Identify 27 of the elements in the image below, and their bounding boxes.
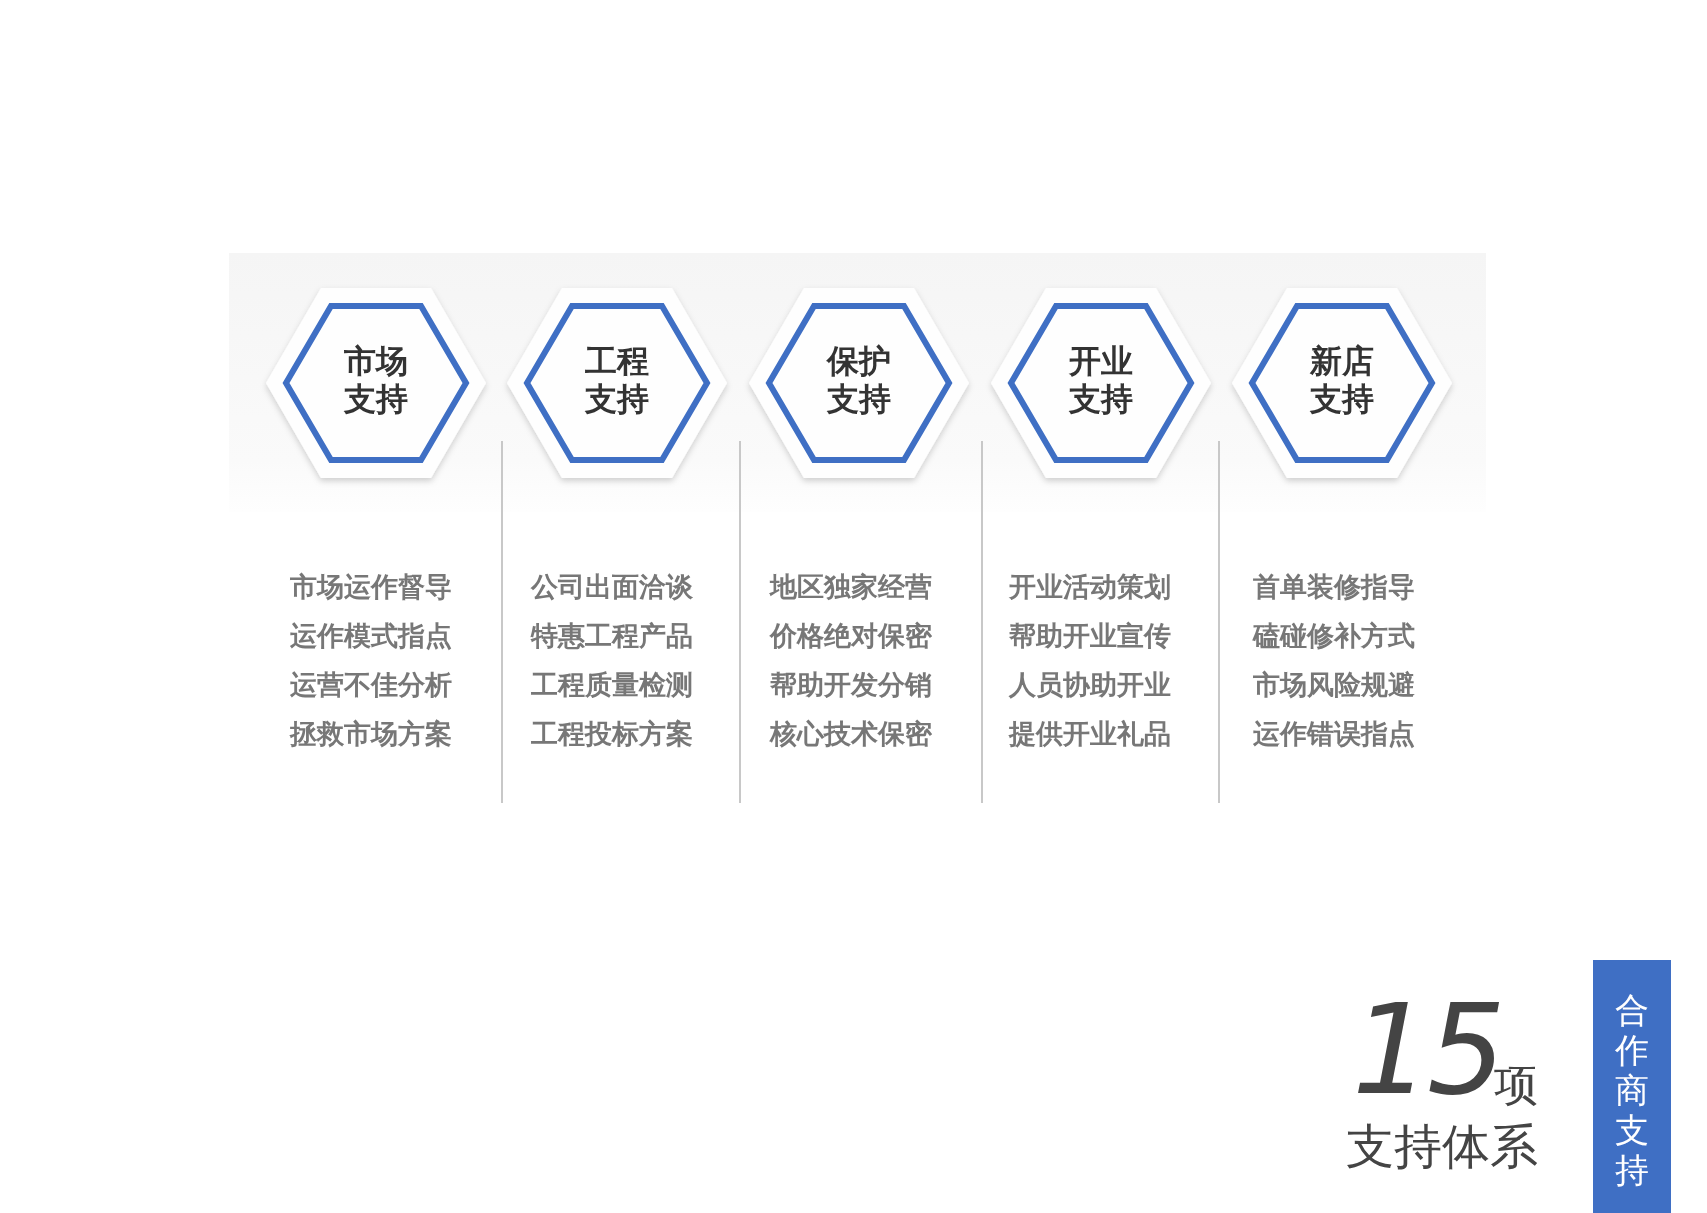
list-item: 价格绝对保密 bbox=[770, 619, 932, 653]
list-item: 工程质量检测 bbox=[531, 668, 693, 702]
list-item: 核心技术保密 bbox=[770, 717, 932, 751]
badge-label: 新店支持 bbox=[1309, 342, 1375, 418]
subtitle: 支持体系 bbox=[1346, 1118, 1538, 1174]
list-item: 运作错误指点 bbox=[1253, 717, 1415, 751]
list-item: 运营不佳分析 bbox=[290, 668, 452, 702]
list-item: 市场风险规避 bbox=[1253, 668, 1415, 702]
list-item: 提供开业礼品 bbox=[1009, 717, 1171, 751]
list-item: 开业活动策划 bbox=[1009, 570, 1171, 604]
list-item: 首单装修指导 bbox=[1253, 570, 1415, 604]
list-item: 运作模式指点 bbox=[290, 619, 452, 653]
list-item: 人员协助开业 bbox=[1009, 668, 1171, 702]
badge-label: 开业支持 bbox=[1068, 342, 1134, 418]
list-item: 拯救市场方案 bbox=[290, 717, 452, 751]
side-tab: 合作商支持 bbox=[1593, 960, 1671, 1213]
list-item: 帮助开发分销 bbox=[770, 668, 932, 702]
badge-label: 保护支持 bbox=[825, 342, 892, 418]
list-item: 工程投标方案 bbox=[531, 717, 693, 751]
list-item: 地区独家经营 bbox=[770, 570, 932, 604]
list-item: 特惠工程产品 bbox=[531, 619, 693, 653]
badge-label: 市场支持 bbox=[343, 342, 409, 418]
list-item: 磕碰修补方式 bbox=[1253, 619, 1415, 653]
list-item: 公司出面洽谈 bbox=[531, 570, 693, 604]
badge-label: 工程支持 bbox=[584, 342, 650, 418]
list-item: 市场运作督导 bbox=[290, 570, 452, 604]
list-item: 帮助开业宣传 bbox=[1009, 619, 1171, 653]
